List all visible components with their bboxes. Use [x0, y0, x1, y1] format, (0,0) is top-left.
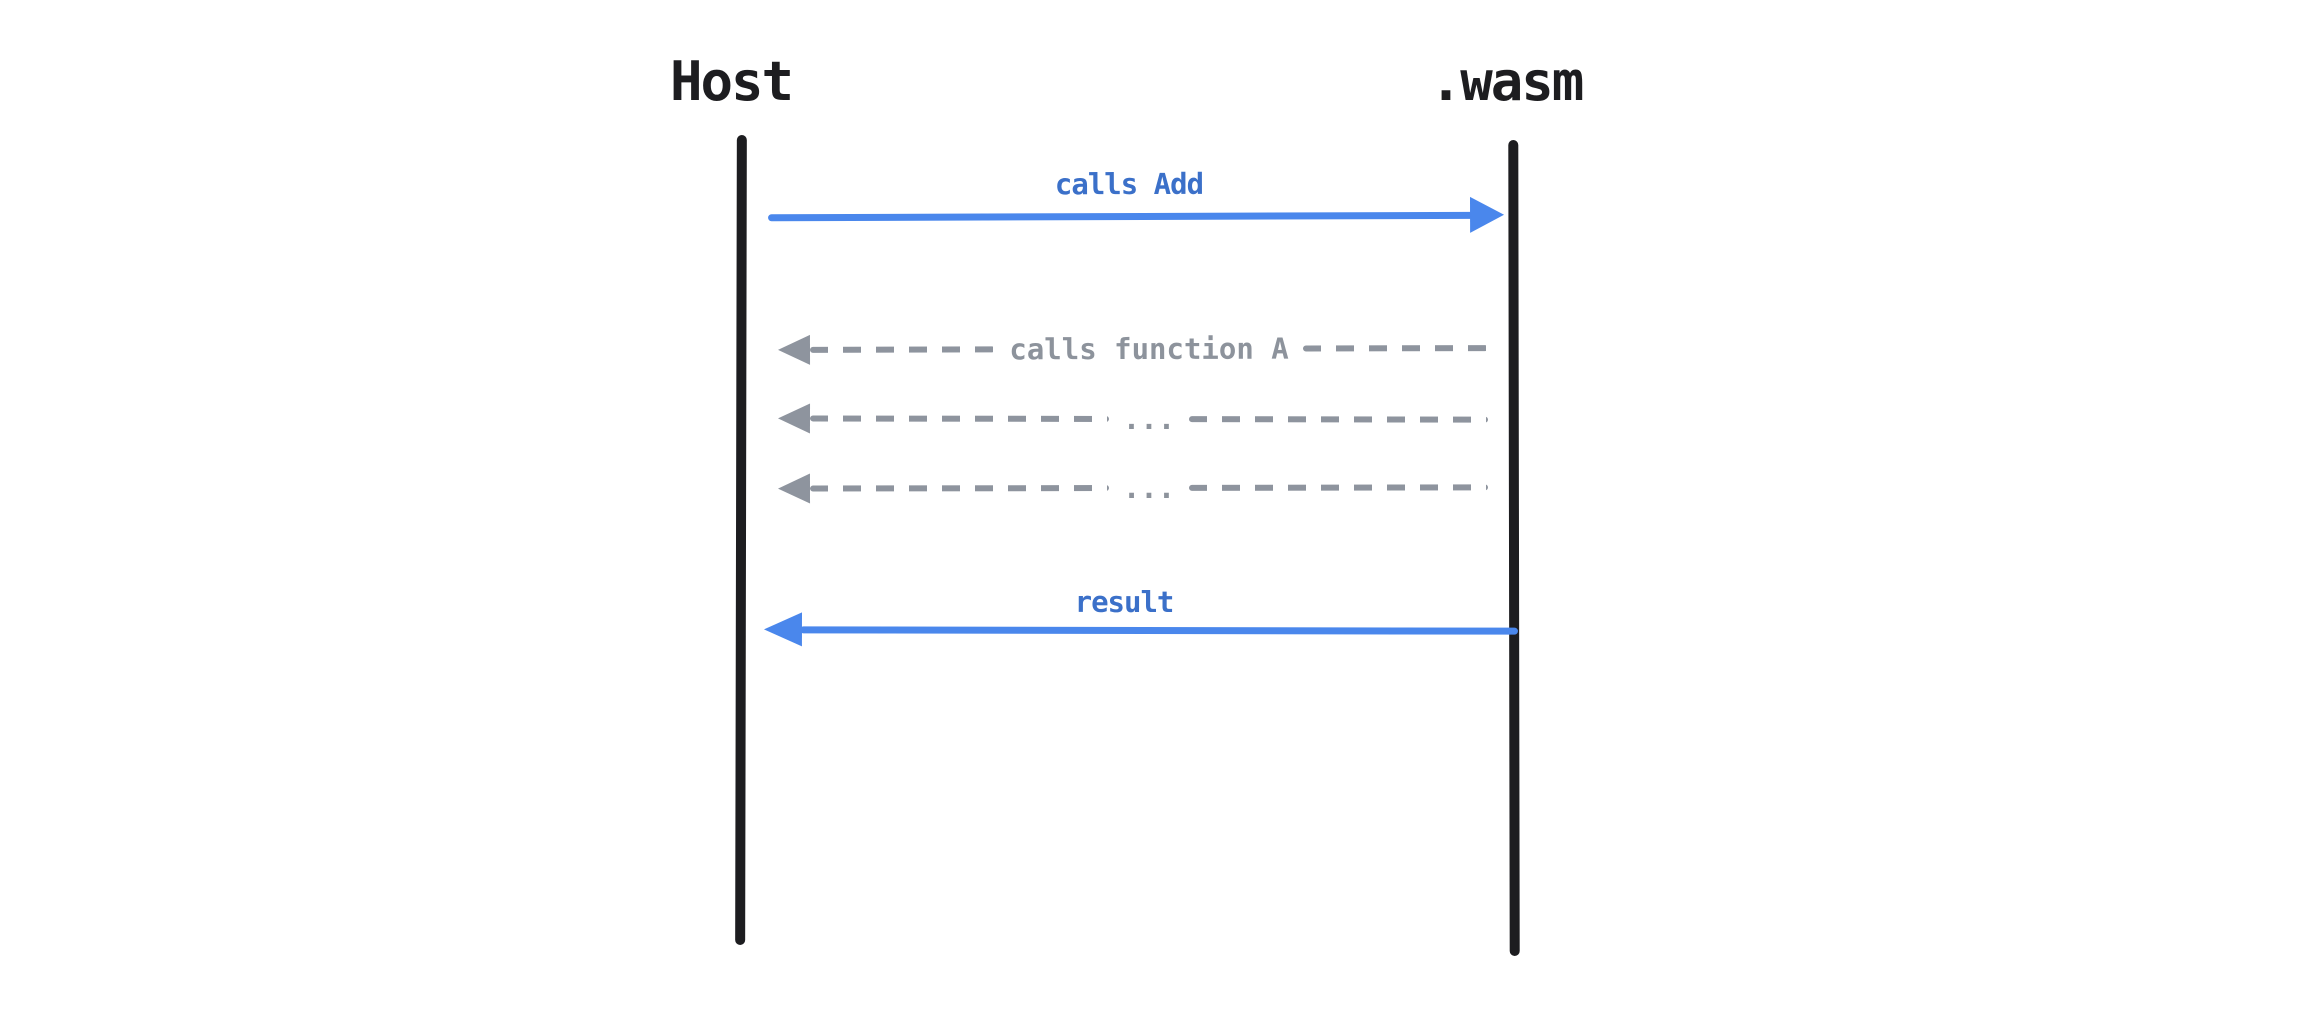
message-calls-function-a: calls function A [776, 318, 1489, 380]
message-calls-add: calls Add [766, 159, 1506, 242]
message-label: ... [1122, 470, 1176, 506]
dash-segment [1302, 345, 1489, 352]
dashed-line: ... [809, 388, 1489, 449]
dashed-line: calls function A [809, 318, 1489, 380]
message-label: ... [1122, 401, 1176, 437]
lifeline-host [735, 134, 747, 946]
actor-label-wasm: .wasm [1429, 50, 1585, 113]
dashed-line: ... [809, 457, 1489, 518]
arrowhead-left-icon [777, 334, 811, 365]
actor-label-host: Host [669, 50, 794, 113]
arrowhead-right-icon [1469, 196, 1505, 233]
message-label: calls Add [1054, 166, 1204, 202]
message-ellipsis: ... [776, 388, 1489, 449]
dash-segment [1189, 484, 1489, 491]
message-label: result [1074, 584, 1174, 620]
arrow-shaft [799, 626, 1518, 635]
dash-segment [809, 415, 1109, 422]
message-result: result [763, 575, 1520, 648]
message-label: calls function A [1009, 331, 1289, 367]
arrowhead-left-icon [777, 473, 811, 504]
arrowhead-left-icon [777, 403, 811, 434]
dash-segment [809, 485, 1109, 492]
arrow-shaft [768, 211, 1475, 222]
arrowhead-left-icon [763, 612, 802, 647]
dash-segment [1189, 416, 1489, 423]
dash-segment [809, 346, 996, 353]
message-ellipsis: ... [776, 457, 1489, 518]
lifeline-wasm [1508, 139, 1520, 957]
